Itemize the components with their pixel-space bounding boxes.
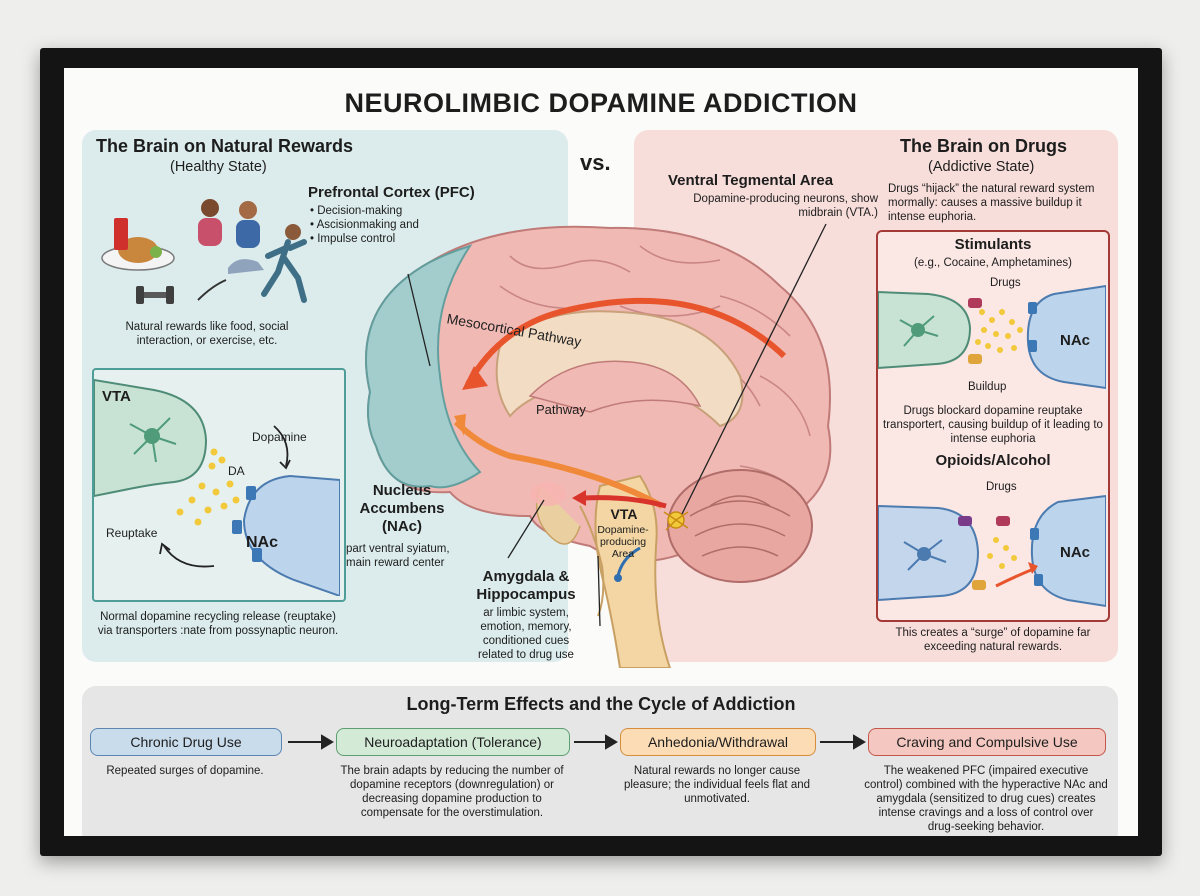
receptor-icons	[232, 486, 262, 562]
reuptake-arrow-icon	[163, 545, 215, 568]
stage-desc-chronic: Repeated surges of dopamine.	[106, 765, 264, 777]
opioids-heading: Opioids/Alcohol	[935, 452, 1051, 469]
versus-label: vs.	[580, 150, 611, 175]
stimulants-caption: Drugs blockard dopamine reuptake transpo…	[883, 405, 1103, 445]
drugs-intro: Drugs “hijack” the natural reward system…	[888, 183, 1095, 223]
dopamine-buildup-dots	[975, 309, 1023, 353]
pfc-item: • Decision-making	[310, 205, 403, 217]
dopamine-label: Dopamine	[252, 430, 307, 444]
exercise-icon	[136, 224, 307, 304]
drug-molecule-icon	[958, 516, 1010, 590]
poster-title: NEUROLIMBIC DOPAMINE ADDICTION	[344, 88, 858, 118]
stage-craving-compulsive-use: Craving and Compulsive Use	[868, 728, 1106, 756]
neuron-cell-icon	[899, 315, 939, 347]
receptor-icons	[1030, 528, 1043, 586]
stage-desc-neuroadaptation: The brain adapts by reducing the number …	[340, 765, 564, 819]
opioids-drugs-label: Drugs	[986, 481, 1017, 493]
long-term-effects-heading: Long-Term Effects and the Cycle of Addic…	[406, 694, 796, 714]
mesocortical-arrow-icon	[465, 297, 787, 386]
healthy-synapse-diagram	[94, 378, 340, 596]
neuron-cell-icon	[903, 539, 947, 571]
cerebellum	[667, 469, 813, 583]
pathway-arrow-icon	[453, 419, 664, 509]
vta-marker-desc: Dopamine-producing Area	[597, 524, 649, 560]
buildup-label: Buildup	[968, 381, 1007, 393]
stage-desc-craving: The weakened PFC (impaired executive con…	[864, 765, 1108, 833]
stimulants-heading: Stimulants	[954, 236, 1032, 253]
opioids-synapse-diagram	[878, 494, 1106, 608]
vta-desc: Dopamine-producing neurons, show midbrai…	[693, 193, 878, 219]
da-label: DA	[228, 464, 245, 478]
stimulants-drugs-label: Drugs	[990, 277, 1021, 289]
nac-desc: part ventral syiatum, main reward center	[346, 543, 450, 569]
nucleus-accumbens-region	[530, 482, 566, 506]
stage-chronic-drug-use: Chronic Drug Use	[90, 728, 282, 756]
healthy-synapse-caption: Normal dopamine recycling release (reupt…	[97, 611, 339, 637]
amygdala-desc: ar limbic system, emotion, memory, condi…	[478, 607, 574, 661]
nac-label: NAc	[246, 534, 279, 551]
vta-title: Ventral Tegmental Area	[668, 172, 834, 189]
pfc-item: • Impulse control	[310, 233, 396, 245]
pfc-title: Prefrontal Cortex (PFC)	[308, 184, 475, 201]
food-icon	[101, 218, 175, 271]
dopamine-dots	[176, 448, 240, 526]
natural-rewards-caption: Natural rewards like food, social intera…	[125, 321, 289, 347]
prefrontal-cortex-region	[365, 244, 482, 489]
healthy-state-subheading: (Healthy State)	[170, 159, 267, 175]
natural-rewards-heading: The Brain on Natural Rewards	[96, 136, 354, 156]
stimulants-synapse-diagram	[878, 284, 1106, 390]
opioids-nac-label: NAc	[1060, 544, 1091, 561]
dopamine-dots	[987, 537, 1017, 569]
mesolimbic-arrow-icon	[583, 495, 667, 509]
brain-illustration	[365, 223, 832, 668]
natural-rewards-illustration	[101, 199, 307, 304]
vta-marker-label: VTA	[610, 506, 638, 522]
surge-arrow-icon	[995, 566, 1037, 588]
addictive-state-subheading: (Addictive State)	[928, 159, 1035, 175]
receptor-icons	[1028, 302, 1037, 352]
pfc-items: • Decision-making • Ascisionmaking and •…	[310, 204, 419, 246]
pathway-label: Pathway	[536, 402, 586, 417]
label-leader-lines	[407, 223, 827, 627]
vta-neuron-icon	[663, 511, 689, 531]
stage-anhedonia-withdrawal: Anhedonia/Withdrawal	[620, 728, 816, 756]
stage-desc-anhedonia: Natural rewards no longer cause pleasure…	[623, 765, 811, 805]
dopamine-arrow-icon	[273, 425, 289, 467]
stimulants-examples: (e.g., Cocaine, Amphetamines)	[914, 257, 1072, 269]
social-interaction-icon	[198, 199, 260, 248]
nac-title: Nucleus Accumbens (NAc)	[359, 482, 445, 535]
amygdala-title: Amygdala & Hippocampus	[476, 568, 576, 603]
drug-molecule-icon	[968, 298, 982, 364]
stage-neuroadaptation: Neuroadaptation (Tolerance)	[336, 728, 570, 756]
reuptake-label: Reuptake	[106, 526, 158, 540]
poster: NEUROLIMBIC DOPAMINE ADDICTION The Brain…	[64, 68, 1138, 836]
cycle-arrows	[288, 734, 866, 750]
long-term-effects-panel	[82, 686, 1118, 836]
stimulants-nac-label: NAc	[1060, 332, 1091, 349]
vta-label: VTA	[102, 388, 131, 405]
surge-caption: This creates a “surge” of dopamine far e…	[895, 627, 1091, 653]
neuron-cell-icon	[129, 417, 177, 463]
pfc-item: • Ascisionmaking and	[310, 219, 419, 231]
drugs-heading: The Brain on Drugs	[900, 136, 1068, 156]
